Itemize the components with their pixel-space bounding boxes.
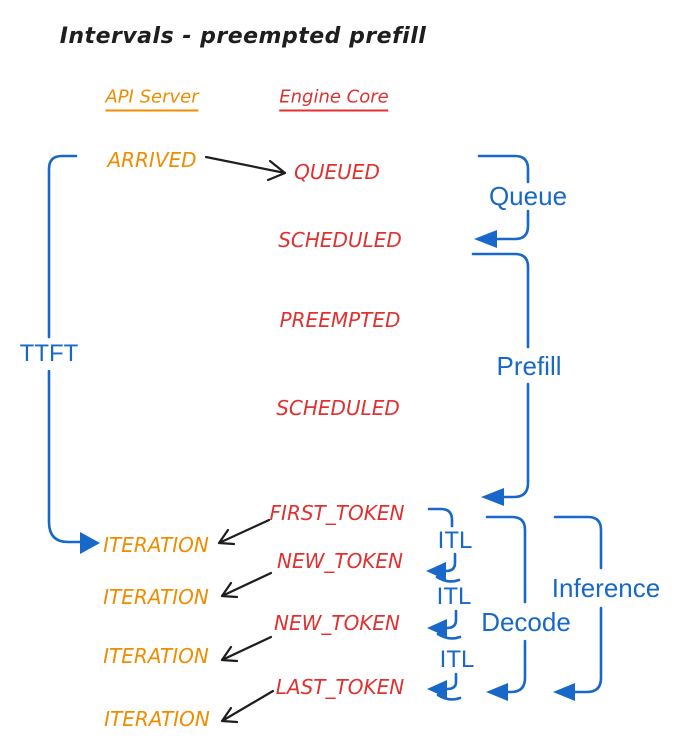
event-iteration-1: ITERATION bbox=[103, 533, 209, 557]
interval-label-itl-1: ITL bbox=[437, 527, 473, 554]
itl-bracket-2-hook bbox=[445, 609, 458, 630]
inference-arrowhead bbox=[553, 683, 575, 701]
event-new-token-1: NEW_TOKEN bbox=[276, 549, 404, 573]
arrow-arrived-to-queued bbox=[204, 155, 287, 182]
arrow-first-token-to-iteration bbox=[217, 518, 271, 546]
inference-bracket bbox=[553, 515, 603, 694]
interval-label-prefill: Prefill bbox=[496, 351, 562, 381]
column-header-api-server: API Server bbox=[105, 88, 199, 112]
interval-label-itl-2: ITL bbox=[436, 583, 472, 610]
diagram-title: Intervals - preempted prefill bbox=[59, 24, 427, 49]
event-scheduled-1: SCHEDULED bbox=[278, 228, 402, 252]
interval-label-itl-3: ITL bbox=[439, 646, 475, 673]
prefill-arrowhead bbox=[481, 488, 504, 506]
itl-arrowhead-1 bbox=[426, 562, 446, 580]
event-scheduled-2: SCHEDULED bbox=[276, 396, 400, 420]
interval-label-ttft: TTFT bbox=[19, 340, 79, 367]
event-new-token-2: NEW_TOKEN bbox=[273, 611, 401, 635]
itl-bracket-1-flick bbox=[435, 575, 461, 583]
event-iteration-2: ITERATION bbox=[103, 585, 209, 609]
ttft-arrowhead bbox=[80, 532, 100, 554]
itl-bracket-3-flick bbox=[436, 693, 462, 701]
interval-label-decode: Decode bbox=[481, 607, 571, 637]
decode-bracket bbox=[485, 515, 527, 694]
event-iteration-4: ITERATION bbox=[104, 707, 210, 731]
interval-label-queue: Queue bbox=[488, 181, 568, 211]
interval-label-inference: Inference bbox=[551, 573, 661, 603]
arrow-new-token-2-to-iteration bbox=[220, 635, 273, 663]
itl-bracket-3-hook bbox=[445, 672, 458, 691]
itl-bracket-1-stub bbox=[427, 507, 454, 528]
arrow-new-token-1-to-iteration bbox=[220, 571, 273, 599]
event-last-token: LAST_TOKEN bbox=[275, 675, 405, 699]
arrow-last-token-to-iteration bbox=[220, 689, 275, 724]
itl-arrowhead-2 bbox=[427, 619, 447, 637]
decode-arrowhead bbox=[486, 683, 508, 701]
event-first-token: FIRST_TOKEN bbox=[269, 501, 405, 525]
queue-arrowhead bbox=[474, 230, 497, 248]
queue-bracket bbox=[477, 154, 530, 241]
ttft-bracket bbox=[47, 154, 82, 544]
event-arrived: ARRIVED bbox=[107, 148, 197, 172]
event-preempted: PREEMPTED bbox=[279, 308, 401, 332]
prefill-bracket bbox=[471, 252, 530, 499]
event-queued: QUEUED bbox=[294, 160, 380, 184]
itl-bracket-2-flick bbox=[436, 632, 462, 640]
event-iteration-3: ITERATION bbox=[103, 644, 209, 668]
itl-arrowhead-3 bbox=[427, 680, 447, 698]
itl-bracket-1-hook bbox=[444, 552, 457, 573]
column-header-engine-core: Engine Core bbox=[279, 88, 389, 112]
